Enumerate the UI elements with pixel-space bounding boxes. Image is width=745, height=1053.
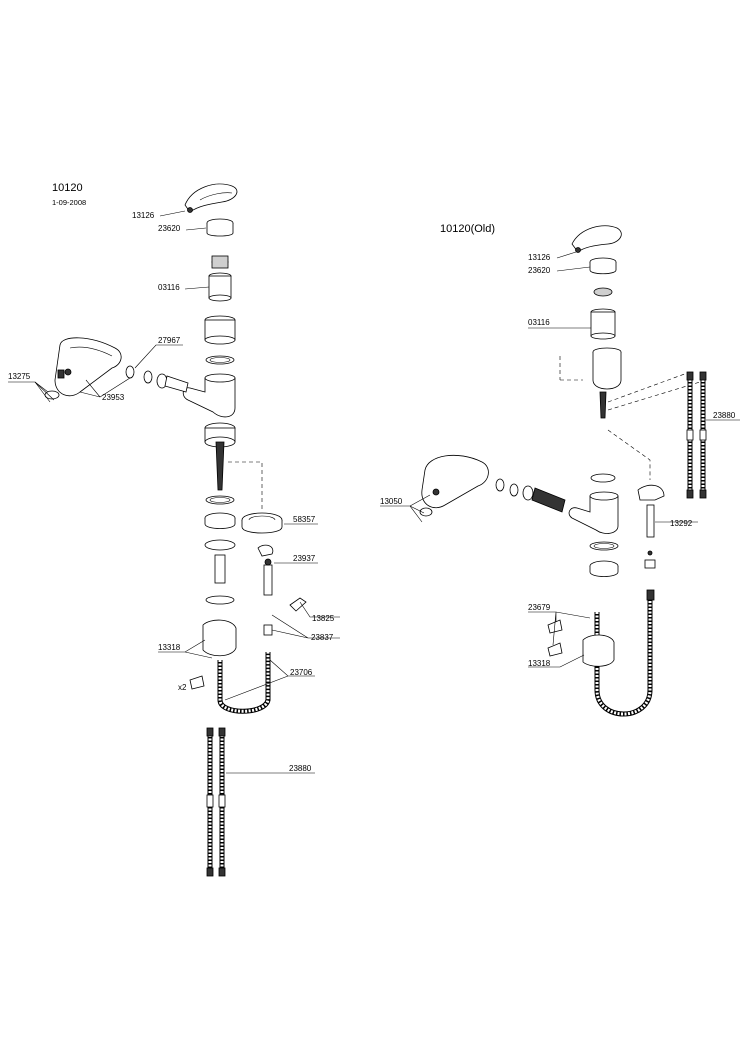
- assembly-10120: 10120 1-09-2008: [8, 182, 340, 877]
- sleeve-old: [592, 352, 622, 390]
- label-23620-left: 23620: [158, 224, 181, 233]
- fork-13292: [637, 484, 665, 501]
- clip-13825: [289, 597, 307, 612]
- label-13825: 13825: [312, 614, 335, 623]
- label-x2: x2: [178, 683, 187, 692]
- left-date: 1-09-2008: [52, 198, 86, 207]
- cartridge-stem: [211, 255, 229, 269]
- lever-handle-old: [571, 225, 622, 253]
- label-23620-right: 23620: [528, 266, 551, 275]
- label-13292: 13292: [670, 519, 693, 528]
- cartridge-03116-old: [590, 311, 616, 337]
- right-title: 10120(Old): [440, 223, 495, 235]
- label-13126-right: 13126: [528, 253, 551, 262]
- hose-23706: [217, 652, 271, 714]
- assembly-10120-old: 10120(Old): [380, 223, 740, 717]
- label-13126-left: 13126: [132, 211, 155, 220]
- faucet-body-old: [568, 495, 619, 534]
- aerator-13050: [419, 507, 433, 517]
- label-13275: 13275: [8, 372, 31, 381]
- label-23953: 23953: [102, 393, 125, 402]
- label-27967: 27967: [158, 336, 181, 345]
- label-23706: 23706: [290, 668, 313, 677]
- spray-head-23953: [54, 337, 122, 397]
- label-03116-right: 03116: [528, 318, 550, 327]
- label-03116-left: 03116: [158, 283, 180, 292]
- label-13318-left: 13318: [158, 643, 181, 652]
- label-23679: 23679: [528, 603, 551, 612]
- lever-handle: [184, 183, 238, 213]
- label-23837: 23837: [311, 633, 334, 642]
- cartridge-stem-old: [593, 287, 613, 297]
- label-58357: 58357: [293, 515, 316, 524]
- weight-13318: [202, 619, 237, 657]
- label-13050: 13050: [380, 497, 403, 506]
- threaded-stud: [215, 441, 225, 491]
- clip-23679-b: [547, 642, 563, 657]
- label-23937: 23937: [293, 554, 316, 563]
- clip-x2: [189, 675, 205, 690]
- left-title: 10120: [52, 182, 83, 194]
- faucet-body: [182, 377, 236, 418]
- spray-head-old: [421, 455, 489, 509]
- label-23880-left: 23880: [289, 764, 312, 773]
- screw-13126: [187, 207, 193, 213]
- label-23880-right: 23880: [713, 411, 736, 420]
- weight-13318-old: [582, 634, 615, 667]
- label-13318-right: 13318: [528, 659, 551, 668]
- fork-23937: [257, 544, 274, 557]
- fitting-post: [263, 564, 273, 596]
